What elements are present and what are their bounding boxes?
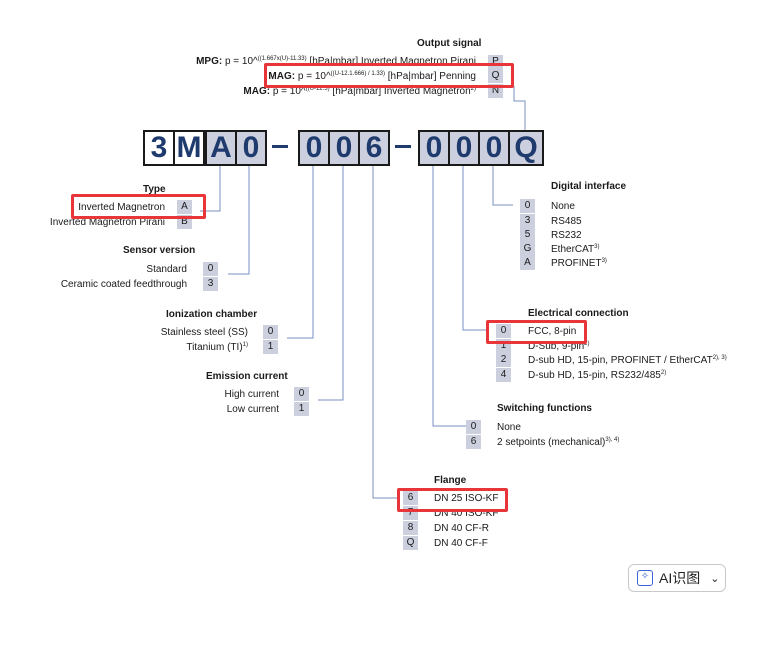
output-signal-title: Output signal (417, 38, 482, 49)
type-label-b: Inverted Magnetron Pirani (49, 217, 165, 228)
ionization-title: Ionization chamber (166, 309, 258, 320)
flange-code-8: 8 (403, 521, 418, 535)
digital-label-ethercat: EtherCAT3) (551, 244, 600, 255)
type-code-a: A (177, 200, 192, 214)
emission-label-low: Low current (226, 404, 279, 415)
sensor-label-standard: Standard (146, 264, 187, 275)
code-char-3: 3 (143, 130, 175, 166)
ionization-label-ss: Stainless steel (SS) (160, 327, 248, 338)
code-dash-1 (272, 145, 288, 148)
switching-label-none: None (497, 422, 521, 433)
highlight-flange-6 (397, 488, 508, 512)
code-char-sensor: 0 (235, 130, 267, 166)
ionization-code-0: 0 (263, 325, 278, 339)
highlight-electrical-0 (486, 320, 587, 344)
digital-code-5: 5 (520, 228, 535, 242)
ai-recognize-label: AI识图 (659, 570, 701, 586)
electrical-title: Electrical connection (528, 308, 629, 319)
digital-code-g: G (520, 242, 535, 256)
sensor-code-0: 0 (203, 262, 218, 276)
digital-label-profinet: PROFINET3) (551, 258, 607, 269)
flange-code-q: Q (403, 536, 418, 550)
electrical-label-fcc: FCC, 8-pin (528, 326, 577, 337)
emission-title: Emission current (206, 371, 288, 382)
digital-label-rs485: RS485 (551, 216, 582, 227)
electrical-code-4: 4 (496, 368, 511, 382)
code-char-ionization: 0 (298, 130, 330, 166)
flange-title: Flange (434, 475, 467, 486)
electrical-code-2: 2 (496, 353, 511, 367)
code-dash-2 (395, 145, 411, 148)
digital-label-none: None (551, 201, 575, 212)
emission-label-high: High current (224, 389, 279, 400)
flange-code-6: 6 (403, 491, 418, 505)
output-row-mag-penning: MAG: p = 10^((U-12.1.666) / 1.33) [hPa|m… (268, 71, 476, 82)
emission-code-1: 1 (294, 402, 309, 416)
sparkle-icon: ✧ (637, 570, 653, 586)
switching-code-6: 6 (466, 435, 481, 449)
ai-recognize-button[interactable]: ✧ AI识图 ⌄ (628, 564, 726, 592)
type-label-a: Inverted Magnetron (78, 202, 165, 213)
ionization-code-1: 1 (263, 340, 278, 354)
sensor-code-3: 3 (203, 277, 218, 291)
flange-label-6: DN 25 ISO-KF (434, 493, 499, 504)
digital-code-0: 0 (520, 199, 535, 213)
chevron-down-icon: ⌄ (710, 572, 720, 585)
electrical-label-dsub: D-Sub, 9-pin2) (528, 341, 590, 352)
digital-code-a: A (520, 256, 535, 270)
flange-label-7: DN 40 ISO-KF (434, 508, 499, 519)
highlight-type-a (71, 194, 206, 219)
electrical-code-0: 0 (496, 324, 511, 338)
code-char-digital: 0 (478, 130, 510, 166)
flange-label-q: DN 40 CF-F (434, 538, 488, 549)
code-char-type: A (205, 130, 237, 166)
switching-label-setpoints: 2 setpoints (mechanical)3), 4) (497, 437, 620, 448)
code-char-output: Q (508, 130, 544, 166)
code-char-m: M (173, 130, 205, 166)
switching-title: Switching functions (497, 403, 592, 414)
ionization-label-ti: Titanium (TI)1) (186, 342, 248, 353)
digital-label-rs232: RS232 (551, 230, 582, 241)
output-row-mpg: MPG: p = 10^((1.667x(U)-11.33) [hPa|mbar… (196, 56, 476, 67)
digital-interface-title: Digital interface (551, 181, 627, 192)
type-title: Type (143, 184, 166, 195)
output-row-mag-inverted: MAG: p = 10^((U-12.5) [hPa|mbar] Inverte… (243, 86, 476, 97)
code-char-electrical: 0 (448, 130, 480, 166)
code-char-switching: 0 (418, 130, 450, 166)
sensor-label-ceramic: Ceramic coated feedthrough (60, 279, 187, 290)
code-char-emission: 0 (328, 130, 360, 166)
electrical-label-dsub-hd-rs: D-sub HD, 15-pin, RS232/4852) (528, 370, 667, 381)
highlight-output-q (264, 63, 514, 88)
output-code-q: Q (488, 69, 503, 83)
electrical-label-dsub-hd-profinet: D-sub HD, 15-pin, PROFINET / EtherCAT2),… (528, 355, 727, 366)
digital-code-3: 3 (520, 214, 535, 228)
switching-code-0: 0 (466, 420, 481, 434)
sensor-version-title: Sensor version (123, 245, 196, 256)
code-char-flange: 6 (358, 130, 390, 166)
flange-label-8: DN 40 CF-R (434, 523, 490, 534)
emission-code-0: 0 (294, 387, 309, 401)
